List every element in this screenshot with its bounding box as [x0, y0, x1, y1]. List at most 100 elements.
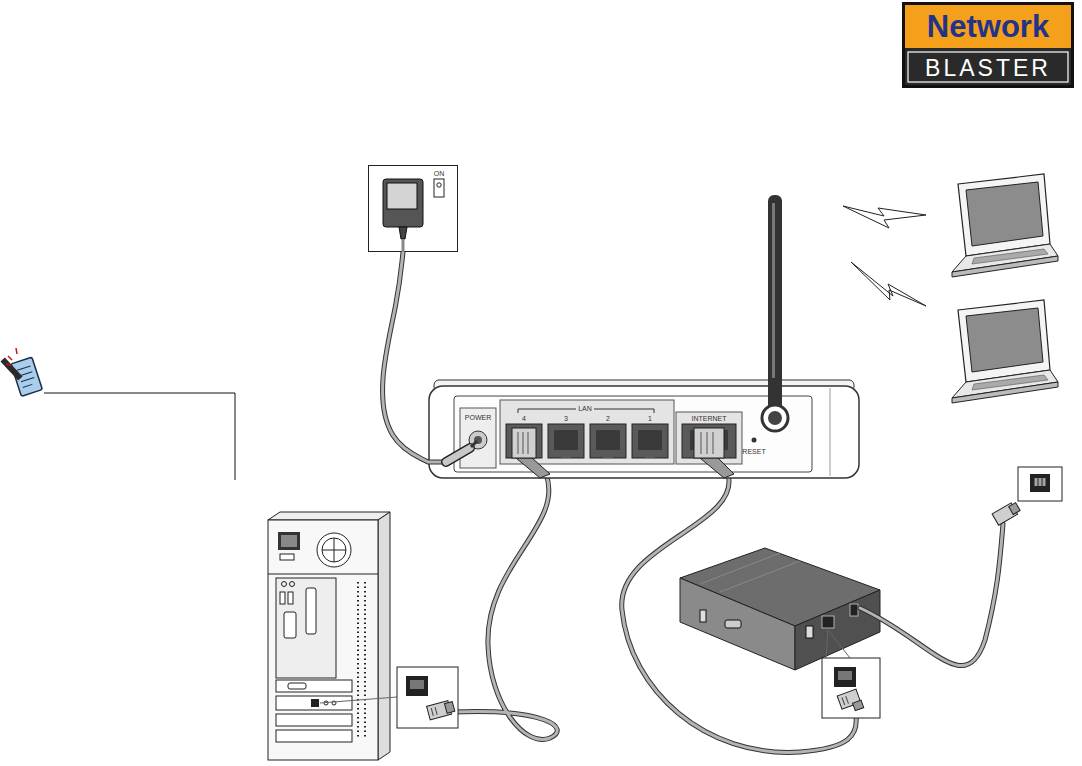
power-adapter-part	[369, 166, 458, 252]
pc-tower-part	[290, 582, 295, 587]
cable-outline	[383, 252, 428, 462]
note-icon-part	[0, 350, 42, 400]
logo-band	[908, 52, 1068, 82]
laptop-part	[966, 308, 1043, 372]
port-label: INTERNET	[692, 415, 727, 422]
power-adapter-part	[399, 227, 407, 239]
pc-tower-part	[281, 535, 297, 547]
port-callout-part	[822, 658, 880, 718]
pc-tower-part	[357, 582, 359, 737]
wall-jack-part	[1034, 478, 1046, 486]
router-body-part	[554, 430, 578, 450]
port-callout-part-part	[853, 700, 864, 711]
port-callout-part	[406, 676, 428, 696]
network-plug-part	[701, 432, 702, 454]
antenna	[768, 195, 782, 400]
power-adapter	[369, 166, 458, 253]
router-body-part	[590, 424, 626, 458]
phone-plug	[992, 501, 1021, 525]
router-body-part	[469, 431, 487, 449]
router-body-part	[762, 405, 788, 431]
network-plug-part	[713, 432, 714, 454]
router-shape	[428, 378, 860, 482]
network-plug-part	[512, 428, 536, 458]
router-body-part	[752, 438, 757, 443]
network-plug-part	[516, 458, 550, 478]
antenna-part	[772, 203, 775, 393]
modem-part	[700, 610, 706, 622]
brand-name: BLASTER	[925, 57, 1051, 80]
power-adapter-part	[383, 179, 423, 227]
pc-tower-part	[288, 683, 306, 689]
pc-tower-part	[276, 730, 352, 742]
wall-jack-part	[1040, 478, 1041, 486]
pc-tower-part	[276, 578, 336, 678]
phone-cable	[860, 524, 1003, 666]
port-callout-part-part	[431, 708, 433, 716]
router-body	[428, 378, 859, 478]
network-plug-part	[707, 432, 708, 454]
network-plug-part	[518, 432, 519, 454]
pc-tower-part	[311, 699, 319, 707]
network-plug	[512, 428, 550, 478]
modem	[680, 548, 880, 670]
router-body-part	[506, 424, 542, 458]
power-adapter-part	[402, 239, 405, 252]
power-plug-part	[471, 441, 477, 447]
power-outlet-shape	[368, 165, 458, 252]
note-icon-part	[16, 348, 17, 354]
pc-tower-part	[317, 533, 351, 567]
port-callout-part	[834, 667, 856, 687]
power-adapter-part	[387, 183, 417, 209]
port-callout-part	[427, 700, 456, 720]
port-callout-part	[397, 667, 458, 728]
note-icon-part-part	[0, 357, 22, 380]
network-cable	[452, 474, 557, 739]
network-plug-part	[528, 432, 529, 454]
laptop-part	[952, 256, 1058, 277]
power-plug	[428, 441, 477, 462]
port-callout-part	[838, 671, 852, 680]
router-body-part	[460, 408, 496, 468]
port-callout	[822, 658, 880, 718]
network-plug-part	[700, 458, 734, 478]
laptop-part	[958, 300, 1050, 382]
pc-tower-part	[282, 582, 287, 587]
wall-jack	[1018, 467, 1062, 501]
pc-tower-part	[364, 582, 366, 737]
modem-part	[850, 604, 858, 616]
logo-frame	[904, 4, 1073, 87]
router-body-part	[682, 424, 736, 458]
pc-tower-part	[278, 532, 300, 550]
power-adapter-part	[437, 183, 441, 187]
network-cable-part	[452, 474, 557, 739]
router: POWERLAN4321INTERNETRESET	[428, 378, 860, 482]
pc-tower-part	[268, 574, 378, 575]
pc-tower-part	[284, 612, 296, 638]
leader-line	[320, 697, 397, 703]
leader-line	[44, 393, 235, 480]
button-label: RESET	[742, 448, 765, 455]
router-body-part	[596, 430, 620, 450]
port-callout-part-part	[846, 696, 849, 704]
brand-name: Network	[927, 11, 1049, 42]
router-body-part	[603, 450, 613, 458]
logo-band	[905, 48, 1071, 85]
network-cable-part	[622, 474, 857, 752]
network-plug-part	[694, 428, 724, 458]
pc-tower-part	[276, 680, 352, 692]
pc-tower-part	[334, 538, 335, 562]
antenna-part	[768, 195, 782, 400]
note-icon-part	[8, 356, 12, 360]
network-cable-part	[452, 474, 557, 739]
port-callout-part	[410, 680, 424, 689]
pc-tower-part	[288, 592, 293, 604]
switch-label: ON	[434, 170, 445, 177]
power-plug-part	[446, 448, 470, 462]
network-cable-part	[622, 474, 857, 752]
modem-part	[822, 616, 834, 628]
router-body-part	[500, 400, 674, 464]
port-callout	[397, 667, 458, 728]
router-body-part	[676, 412, 742, 464]
note-icon-part-part	[21, 377, 34, 381]
